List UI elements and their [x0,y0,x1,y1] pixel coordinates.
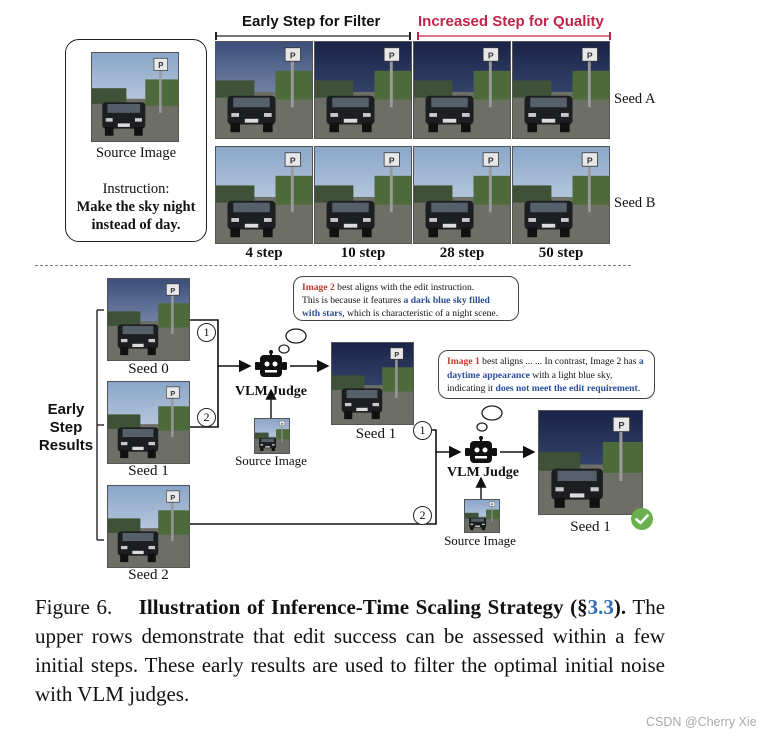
bubble-2-text-1: best aligns ... ... In contrast, Image 2… [480,356,639,367]
marker-2-seed2: 2 [413,506,432,525]
early-step-results-line1: Early [30,401,102,419]
caption-title: Illustration of Inference-Time Scaling S… [139,595,564,619]
bubble-2-highlight-2: does not meet the edit requirement [496,383,638,394]
early-step-results-line2: Step [30,419,102,437]
judge-1-source-image [254,418,290,454]
judge-2-source-image [464,499,500,533]
judge-1-source-label: Source Image [225,453,317,469]
robot-icon [464,436,498,468]
seed-2-label: Seed 2 [107,567,190,584]
marker-2-seed1: 2 [197,408,216,427]
vlm-judge-1-label: VLM Judge [225,384,317,400]
watermark: CSDN @Cherry Xie [646,715,757,729]
vlm-judge-2-label: VLM Judge [437,465,529,481]
caption-label: Figure 6. [35,595,112,619]
robot-icon [254,350,288,382]
judge-2-source-label: Source Image [434,533,526,549]
bubble-2-lead: Image 1 [447,356,480,367]
judge-2-explanation-bubble: Image 1 best aligns ... ... In contrast,… [438,350,655,399]
early-step-results-line3: Results [30,437,102,455]
seed-1-label: Seed 1 [107,463,190,480]
bubble-2-text-3: . [638,383,640,394]
early-step-results-label: Early Step Results [30,401,102,455]
seed-0-label: Seed 0 [107,361,190,378]
final-seed-1-image [538,410,643,515]
seed-2-image [107,485,190,568]
final-seed-1-label: Seed 1 [548,519,633,536]
selected-seed-1-label: Seed 1 [331,426,421,443]
bubble-1-text-1: best aligns with the edit instruction. [335,282,474,293]
caption-ref-open: (§ [570,595,588,619]
bubble-1-text-3: , which is characteristic of a night sce… [342,308,498,319]
bubble-1-text-2: This is because it features [302,295,404,306]
seed-0-image [107,278,190,361]
marker-1-seed0: 1 [197,323,216,342]
selected-seed-1-image [331,342,414,425]
judge-1-explanation-bubble: Image 2 best aligns with the edit instru… [293,276,519,321]
caption-ref-close: ). [614,595,626,619]
bubble-1-lead: Image 2 [302,282,335,293]
seed-1-image [107,381,190,464]
check-icon [630,507,654,531]
caption-ref[interactable]: 3.3 [588,595,614,619]
figure-caption: Figure 6. Illustration of Inference-Time… [35,593,665,709]
